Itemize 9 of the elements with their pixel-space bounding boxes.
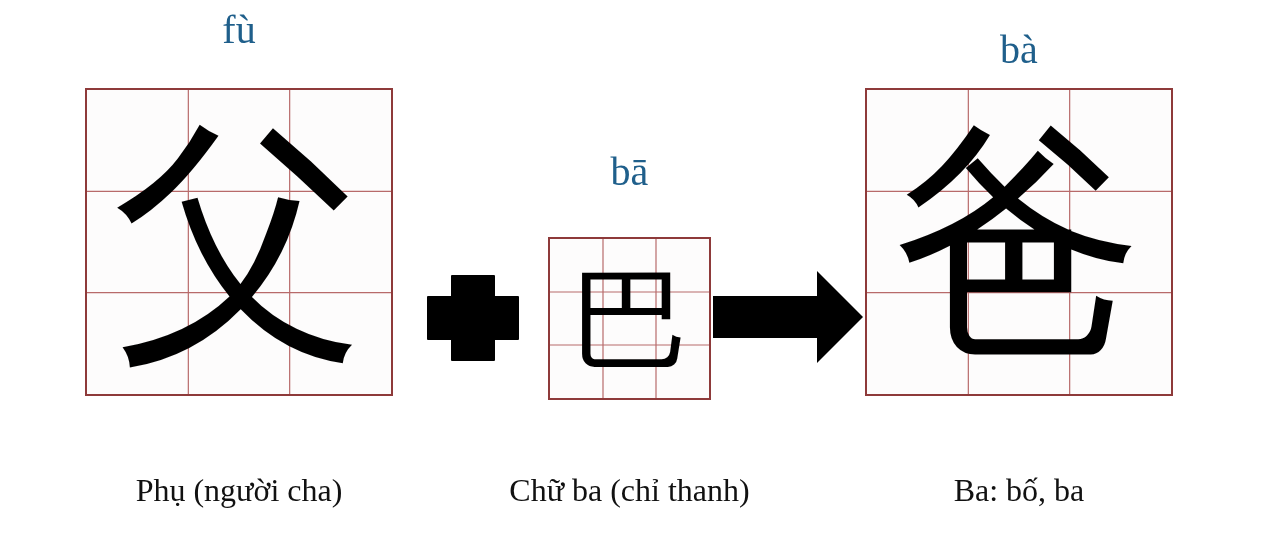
node-label: Ba: bố, ba (953, 474, 1085, 506)
pinyin-label: bā (610, 152, 649, 192)
pinyin-label: fù (222, 10, 256, 50)
chinese-character: 巴 (569, 248, 690, 390)
node-label: Chữ ba (chỉ thanh) (509, 474, 750, 506)
arrow (713, 271, 863, 363)
pinyin-label: bà (1000, 30, 1038, 70)
node-label: Phụ (người cha) (135, 474, 343, 506)
character-grid (548, 237, 711, 400)
